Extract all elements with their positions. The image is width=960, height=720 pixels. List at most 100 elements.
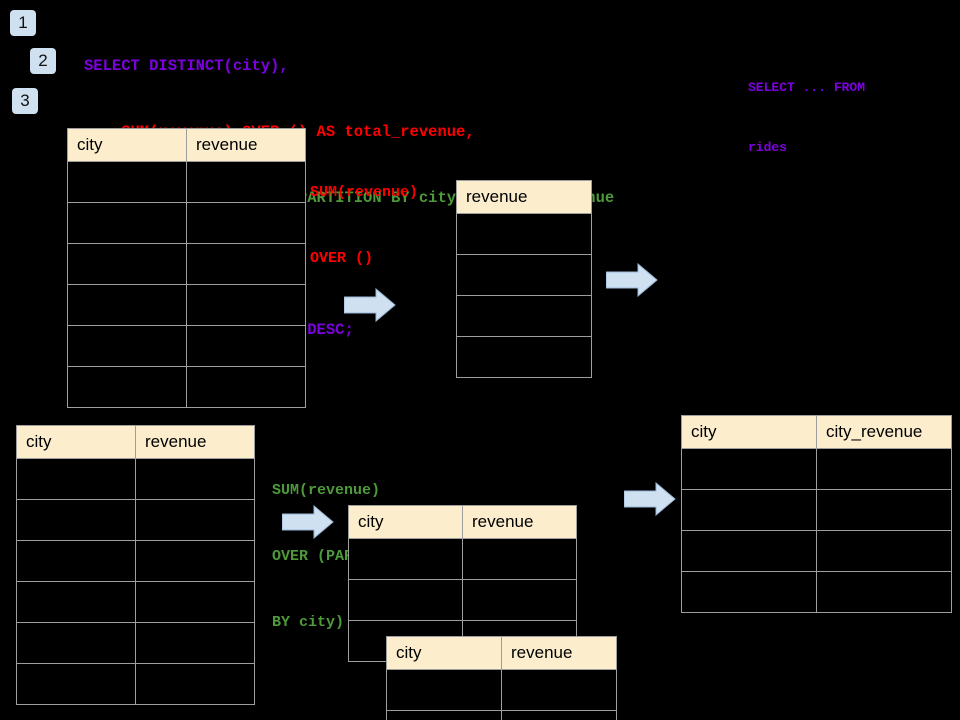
- step-badge-1: 1: [10, 10, 36, 36]
- cell-revenue: [186, 284, 306, 326]
- arrow-source-to-total-icon: [344, 288, 396, 322]
- column-header-revenue: revenue: [135, 425, 255, 459]
- cell-revenue: [501, 710, 617, 720]
- table-row: [67, 161, 306, 203]
- table-row: [386, 710, 617, 720]
- cell-city: [681, 448, 817, 490]
- cell-city: [16, 581, 136, 623]
- table-row: [681, 489, 952, 531]
- cell-city: [348, 538, 463, 580]
- annotation-total-revenue: SUM(revenue) OVER (): [310, 138, 418, 314]
- annotation-city-revenue-line-3: BY city): [272, 614, 345, 631]
- cell-city: [681, 571, 817, 613]
- annotation-total-revenue-line-1: SUM(revenue): [310, 184, 419, 201]
- cell-revenue: [186, 243, 306, 285]
- column-header-city: city: [16, 425, 136, 459]
- column-header-city: city: [681, 415, 817, 449]
- column-header-city-revenue: city_revenue: [816, 415, 952, 449]
- table-row: [67, 243, 306, 285]
- table-partition-front: city revenue: [386, 636, 617, 720]
- table-row: [348, 538, 577, 580]
- table-source-top: city revenue: [67, 128, 306, 408]
- table-row: [681, 571, 952, 613]
- cell-revenue: [135, 663, 255, 705]
- side-note-line-2: rides: [748, 140, 788, 155]
- cell-revenue: [456, 213, 592, 255]
- table-header-row: city revenue: [67, 128, 306, 162]
- column-header-revenue: revenue: [456, 180, 592, 214]
- table-row: [681, 448, 952, 490]
- cell-city: [67, 284, 187, 326]
- cell-city-revenue: [816, 489, 952, 531]
- cell-city: [681, 530, 817, 572]
- cell-city: [386, 669, 502, 711]
- table-body: [681, 448, 952, 613]
- table-source-bottom: city revenue: [16, 425, 255, 705]
- cell-city: [67, 243, 187, 285]
- arrow-source-to-partition-icon: [282, 505, 334, 539]
- cell-revenue: [462, 538, 577, 580]
- annotation-total-revenue-line-2: OVER (): [310, 250, 374, 267]
- table-body: [386, 669, 617, 720]
- table-row: [67, 284, 306, 326]
- table-row: [456, 213, 592, 255]
- table-row: [16, 622, 255, 664]
- cell-city: [386, 710, 502, 720]
- cell-city: [16, 663, 136, 705]
- cell-revenue: [462, 579, 577, 621]
- cell-revenue: [186, 161, 306, 203]
- table-row: [386, 669, 617, 711]
- column-header-revenue: revenue: [501, 636, 617, 670]
- table-row: [681, 530, 952, 572]
- cell-city: [348, 579, 463, 621]
- cell-city: [67, 325, 187, 367]
- cell-city: [16, 499, 136, 541]
- cell-city: [67, 161, 187, 203]
- arrow-partition-to-result-icon: [624, 482, 676, 516]
- table-header-row: city revenue: [348, 505, 577, 539]
- table-row: [67, 366, 306, 408]
- cell-city-revenue: [816, 571, 952, 613]
- step-badge-3: 3: [12, 88, 38, 114]
- step-badge-2: 2: [30, 48, 56, 74]
- table-row: [456, 336, 592, 378]
- cell-revenue: [135, 458, 255, 500]
- cell-city: [16, 458, 136, 500]
- table-header-row: city revenue: [16, 425, 255, 459]
- cell-city-revenue: [816, 530, 952, 572]
- table-row: [348, 579, 577, 621]
- cell-revenue: [135, 581, 255, 623]
- table-row: [456, 295, 592, 337]
- sql-line-select: SELECT DISTINCT(city),: [84, 57, 289, 75]
- table-row: [16, 499, 255, 541]
- table-header-row: city revenue: [386, 636, 617, 670]
- table-row: [16, 581, 255, 623]
- cell-city: [681, 489, 817, 531]
- table-row: [67, 202, 306, 244]
- annotation-city-revenue: SUM(revenue) OVER (PARTITION BY city): [272, 436, 407, 678]
- column-header-city: city: [67, 128, 187, 162]
- cell-revenue: [135, 499, 255, 541]
- table-body: [67, 161, 306, 408]
- cell-revenue: [135, 540, 255, 582]
- cell-revenue: [501, 669, 617, 711]
- cell-city: [16, 622, 136, 664]
- column-header-city: city: [348, 505, 463, 539]
- table-body: [16, 458, 255, 705]
- cell-revenue: [456, 295, 592, 337]
- column-header-revenue: revenue: [462, 505, 577, 539]
- table-header-row: revenue: [456, 180, 592, 214]
- cell-city-revenue: [816, 448, 952, 490]
- cell-revenue: [186, 325, 306, 367]
- table-total-revenue: revenue: [456, 180, 592, 378]
- side-note-line-1: SELECT ... FROM: [748, 80, 866, 95]
- column-header-city: city: [386, 636, 502, 670]
- cell-revenue: [135, 622, 255, 664]
- annotation-city-revenue-line-1: SUM(revenue): [272, 482, 381, 499]
- table-body: [456, 213, 592, 378]
- table-row: [456, 254, 592, 296]
- cell-city: [16, 540, 136, 582]
- table-result: city city_revenue: [681, 415, 952, 613]
- cell-city: [67, 202, 187, 244]
